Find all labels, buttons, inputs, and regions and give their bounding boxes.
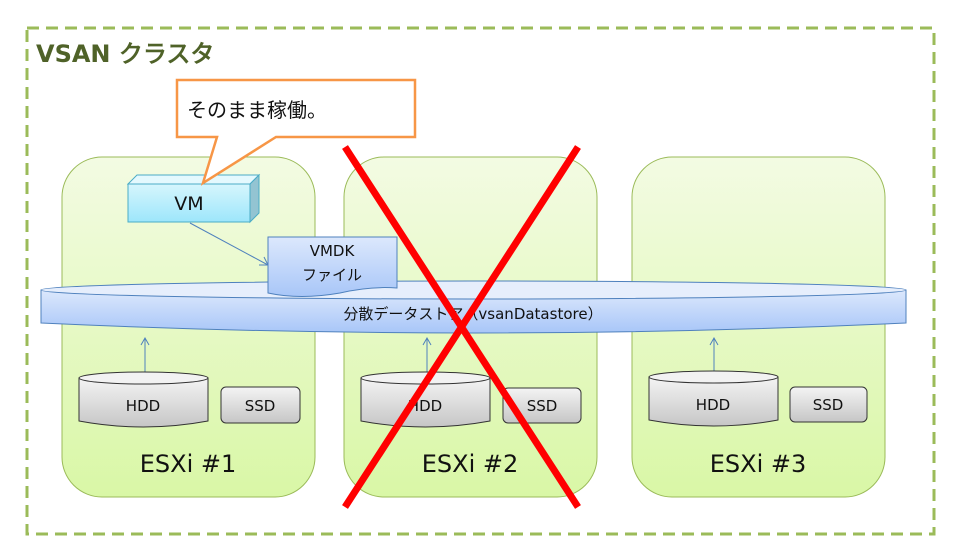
hdd-esxi-3: HDD bbox=[648, 370, 779, 427]
hdd-to-datastore-arrows bbox=[140, 336, 719, 375]
hdd-esxi-1: HDD bbox=[78, 371, 209, 428]
ssd-esxi-1: SSD bbox=[220, 386, 301, 424]
vm-box: VM bbox=[126, 173, 261, 224]
ssd-esxi-3: SSD bbox=[789, 386, 868, 423]
ssd-esxi-2: SSD bbox=[502, 387, 582, 424]
vmdk-file: VMDK ファイル bbox=[267, 236, 398, 297]
callout-bubble: そのまま稼働。 bbox=[175, 78, 417, 186]
failure-x-mark bbox=[342, 145, 581, 509]
hdd-label: HDD bbox=[696, 396, 730, 414]
host-label-3: ESXi #3 bbox=[710, 450, 807, 478]
ssd-label: SSD bbox=[813, 396, 844, 414]
host-label-1: ESXi #1 bbox=[140, 450, 237, 478]
cluster-border bbox=[25, 26, 936, 536]
callout-text: そのまま稼働。 bbox=[187, 98, 327, 122]
ssd-label: SSD bbox=[245, 397, 276, 415]
cluster-title: VSAN クラスタ bbox=[36, 40, 214, 68]
ssd-label: SSD bbox=[527, 397, 558, 415]
hdd-label: HDD bbox=[126, 397, 160, 415]
host-label-2: ESXi #2 bbox=[422, 450, 519, 478]
vmdk-line1: VMDK bbox=[310, 242, 356, 260]
vm-label: VM bbox=[174, 193, 203, 215]
vmdk-line2: ファイル bbox=[302, 266, 362, 284]
